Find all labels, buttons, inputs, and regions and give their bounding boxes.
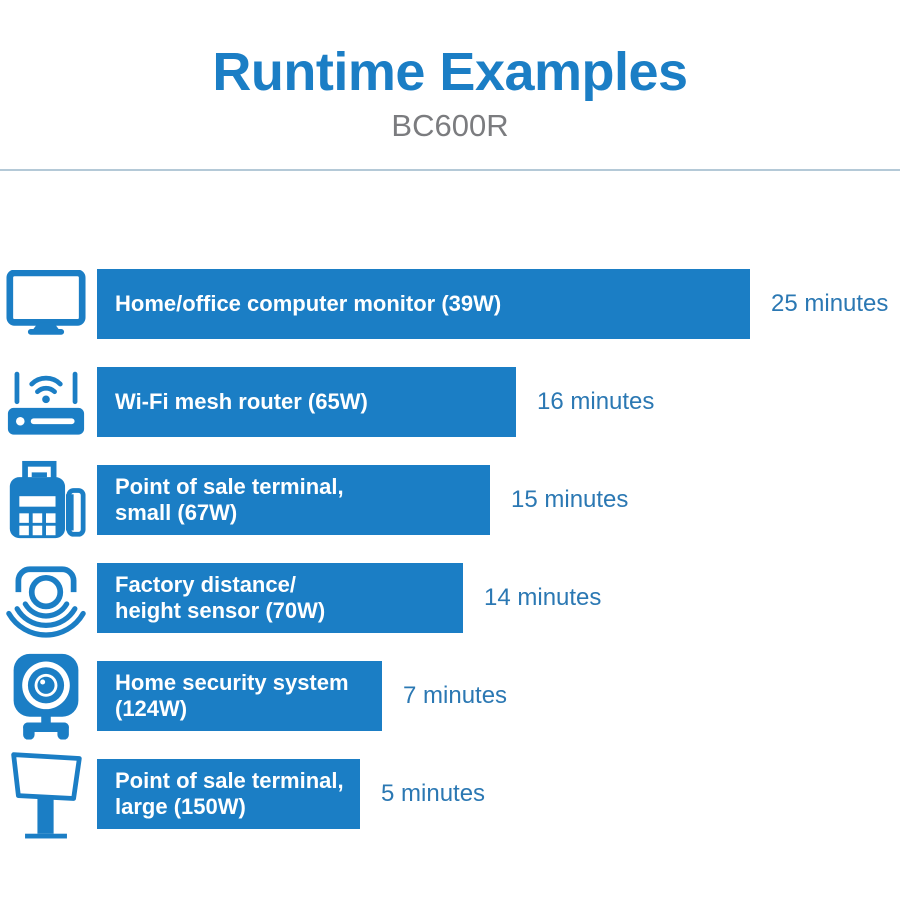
runtime-bar: Point of sale terminal, small (67W) [97,464,490,535]
device-label: Point of sale terminal, small (67W) [115,473,344,525]
page-title: Runtime Examples [212,42,688,102]
pos-terminal-large-icon [0,759,97,829]
runtime-value: 14 minutes [484,583,602,611]
runtime-chart: Home/office computer monitor (39W) 25 mi… [0,268,900,829]
runtime-value: 5 minutes [381,779,486,807]
runtime-bar: Home security system (124W) [97,660,382,731]
runtime-row: Home/office computer monitor (39W) 25 mi… [0,268,900,339]
device-label: Home/office computer monitor (39W) [115,290,502,316]
runtime-row: Home security system (124W) 7 minutes [0,661,900,731]
runtime-bar: Factory distance/ height sensor (70W) [97,562,463,633]
runtime-bar: Home/office computer monitor (39W) [97,268,750,339]
distance-sensor-icon [0,563,97,633]
device-label: Point of sale terminal, large (150W) [115,767,344,819]
device-label: Home security system (124W) [115,669,349,721]
runtime-value: 15 minutes [511,485,629,513]
device-label: Wi-Fi mesh router (65W) [115,388,368,414]
pos-terminal-small-icon [0,465,97,535]
security-camera-icon [0,661,97,731]
model-subtitle: BC600R [391,107,509,143]
runtime-bar: Wi-Fi mesh router (65W) [97,366,516,437]
runtime-row: Wi-Fi mesh router (65W) 16 minutes [0,366,900,437]
header: Runtime Examples BC600R [0,0,900,143]
runtime-value: 7 minutes [403,681,508,709]
header-divider [0,168,900,171]
runtime-value: 16 minutes [537,387,655,415]
runtime-row: Point of sale terminal, small (67W) 15 m… [0,465,900,535]
runtime-value: 25 minutes [771,289,889,317]
computer-monitor-icon [0,269,97,339]
runtime-row: Factory distance/ height sensor (70W) 14… [0,562,900,633]
wifi-router-icon [0,367,97,437]
device-label: Factory distance/ height sensor (70W) [115,571,326,623]
runtime-bar: Point of sale terminal, large (150W) [97,758,360,829]
runtime-row: Point of sale terminal, large (150W) 5 m… [0,759,900,829]
